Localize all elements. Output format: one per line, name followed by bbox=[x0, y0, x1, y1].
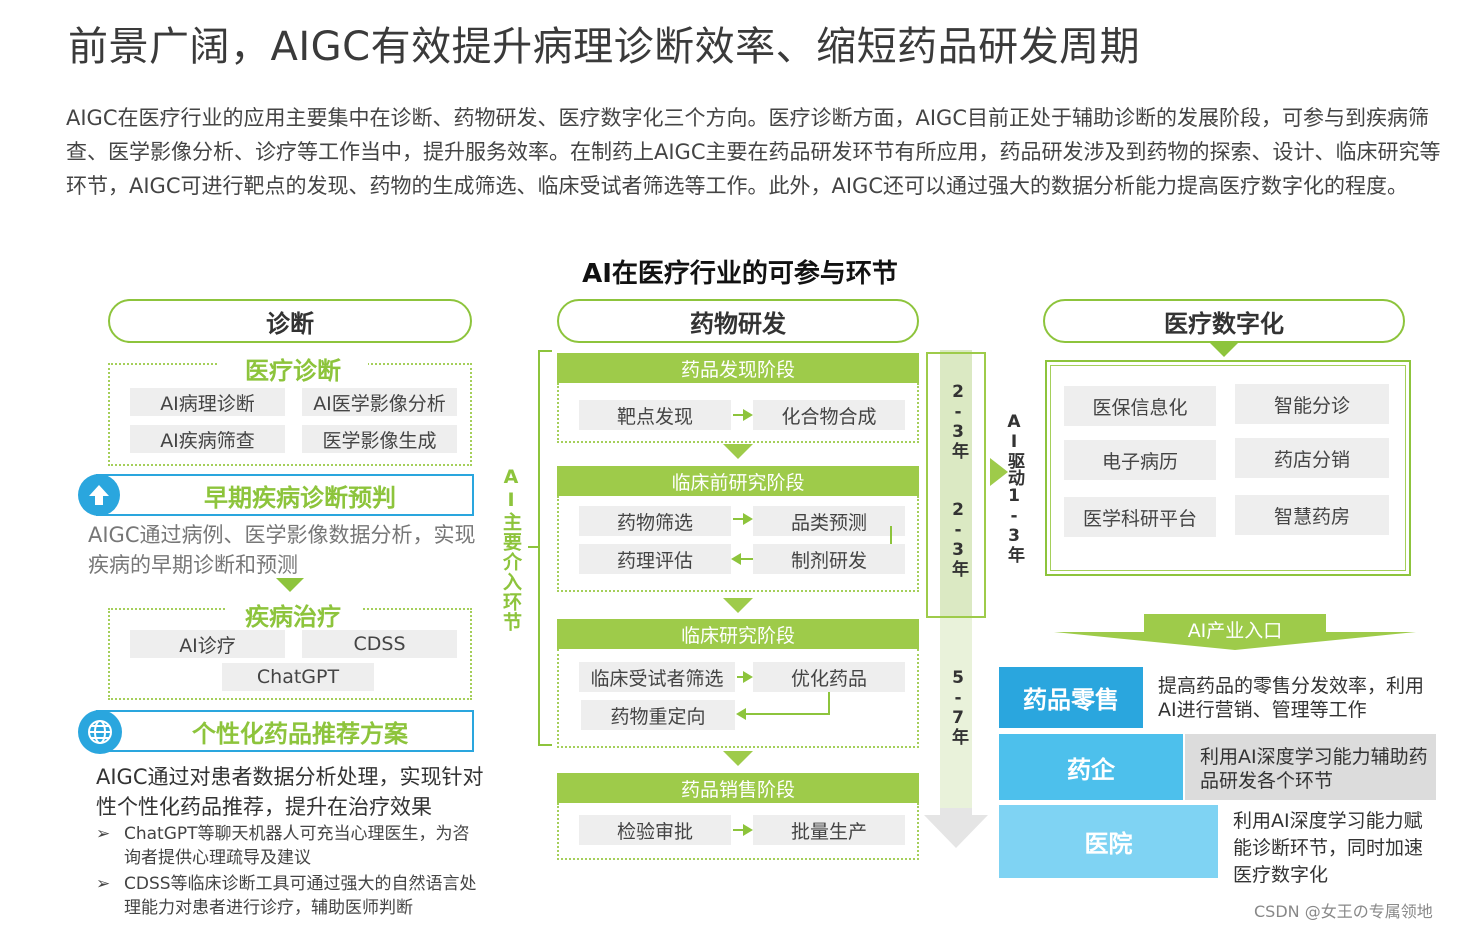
ai-drive-frame bbox=[926, 352, 986, 618]
tier-hospital: 医院 bbox=[999, 805, 1218, 878]
item-repurposing: 药物重定向 bbox=[581, 700, 735, 730]
item-optimize: 优化药品 bbox=[753, 662, 905, 692]
diagnosis-header: 诊断 bbox=[108, 299, 472, 343]
down-arrow-icon bbox=[276, 578, 304, 592]
digital-item-research: 医学科研平台 bbox=[1064, 497, 1216, 537]
timeline-discovery: 2-3年 bbox=[948, 382, 968, 459]
item-approval: 检验审批 bbox=[579, 815, 731, 845]
tier-retail: 药品零售 bbox=[999, 667, 1143, 728]
item-compound: 化合物合成 bbox=[753, 400, 905, 430]
arrow-left-icon bbox=[731, 553, 741, 565]
connector-line bbox=[828, 692, 830, 714]
ai-drive-label: AI驱动1-3年 bbox=[1004, 412, 1024, 563]
stage-discovery: 药品发现阶段 bbox=[557, 353, 919, 383]
stage-preclinical: 临床前研究阶段 bbox=[557, 466, 919, 496]
personal-recommend-desc: AIGC通过对患者数据分析处理，实现针对性个性化药品推荐，提升在治疗效果 bbox=[96, 765, 484, 819]
side-label: AI主要介入环节 bbox=[500, 466, 522, 632]
entry-label: AI产业入口 bbox=[1187, 620, 1283, 642]
entry-banner bbox=[1054, 614, 1416, 650]
tier-pharma-bg bbox=[1185, 734, 1436, 800]
arrow-right-icon bbox=[737, 671, 753, 683]
md-item-1: AI病理诊断 bbox=[130, 388, 285, 416]
treat-item-3: ChatGPT bbox=[222, 663, 374, 691]
digital-header: 医疗数字化 bbox=[1043, 299, 1405, 343]
item-drug-screening: 药物筛选 bbox=[579, 506, 731, 536]
medical-diagnosis-label: 医疗诊断 bbox=[218, 351, 368, 386]
bracket-tick bbox=[528, 546, 538, 548]
digital-item-triage: 智能分诊 bbox=[1235, 384, 1389, 424]
treat-item-1: AI诊疗 bbox=[130, 630, 285, 658]
tier-retail-desc: 提高药品的零售分发效率，利用AI进行营销、管理等工作 bbox=[1158, 675, 1425, 721]
digital-item-smart-pharmacy: 智慧药房 bbox=[1235, 495, 1389, 535]
item-category-predict: 品类预测 bbox=[753, 506, 905, 536]
timeline-clinical: 5-7年 bbox=[948, 668, 968, 745]
arrow-left-icon bbox=[736, 708, 746, 720]
treatment-label: 疾病治疗 bbox=[225, 597, 361, 632]
personal-recommend-box: 个性化药品推荐方案 bbox=[96, 710, 474, 752]
stage-clinical-box bbox=[557, 649, 919, 748]
bullet-item: ➢CDSS等临床诊断工具可通过强大的自然语言处理能力对患者进行诊疗，辅助医师判断 bbox=[96, 874, 477, 918]
timeline-arrow bbox=[924, 350, 988, 848]
drug-header: 药物研发 bbox=[557, 299, 919, 343]
side-bracket bbox=[538, 350, 552, 746]
md-item-4: 医学影像生成 bbox=[302, 425, 457, 453]
bullet-list: ➢ChatGPT等聊天机器人可充当心理医生，为咨询者提供心理疏导及建议 ➢CDS… bbox=[96, 822, 484, 920]
page-title: 前景广阔，AIGC有效提升病理诊断效率、缩短药品研发周期 bbox=[68, 24, 1141, 70]
item-subject-screening: 临床受试者筛选 bbox=[579, 662, 735, 692]
item-formulation: 制剂研发 bbox=[753, 544, 905, 574]
stage-sales-box bbox=[557, 803, 919, 860]
md-item-3: AI疾病筛查 bbox=[130, 425, 285, 453]
arrow-right-icon bbox=[733, 513, 753, 525]
treat-item-2: CDSS bbox=[302, 630, 457, 658]
item-pharmacology: 药理评估 bbox=[579, 544, 731, 574]
digital-item-insurance: 医保信息化 bbox=[1064, 386, 1216, 426]
arrow-down-line bbox=[890, 526, 892, 546]
timeline-preclinical: 2-3年 bbox=[948, 500, 968, 577]
arrow-left-line bbox=[737, 558, 753, 560]
stage-discovery-box bbox=[557, 383, 919, 443]
tier-pharma-desc: 利用AI深度学习能力辅助药品研发各个环节 bbox=[1200, 746, 1428, 792]
digital-frame-inner bbox=[1050, 365, 1406, 571]
md-item-2: AI医学影像分析 bbox=[302, 388, 457, 416]
stage-clinical: 临床研究阶段 bbox=[557, 619, 919, 649]
item-mass-production: 批量生产 bbox=[753, 815, 905, 845]
tier-pharma: 药企 bbox=[999, 734, 1183, 800]
down-arrow-icon bbox=[723, 751, 753, 766]
figure-title: AI在医疗行业的可参与环节 bbox=[582, 259, 898, 289]
intro-paragraph: AIGC在医疗行业的应用主要集中在诊断、药物研发、医疗数字化三个方向。医疗诊断方… bbox=[66, 106, 1441, 198]
stage-sales: 药品销售阶段 bbox=[557, 773, 919, 803]
watermark: CSDN @女王の专属领地 bbox=[1254, 902, 1433, 921]
down-arrow-icon bbox=[1210, 343, 1238, 357]
arrow-right-icon bbox=[733, 824, 753, 836]
stage-preclinical-box bbox=[557, 496, 919, 592]
connector-line bbox=[746, 713, 830, 715]
bullet-item: ➢ChatGPT等聊天机器人可充当心理医生，为咨询者提供心理疏导及建议 bbox=[96, 824, 470, 868]
item-target-discovery: 靶点发现 bbox=[579, 400, 731, 430]
digital-item-emr: 电子病历 bbox=[1064, 440, 1216, 480]
early-diagnosis-box: 早期疾病诊断预判 bbox=[96, 474, 474, 516]
arrow-up-icon bbox=[78, 474, 120, 516]
right-arrow-icon bbox=[990, 458, 1008, 486]
down-arrow-icon bbox=[723, 598, 753, 613]
digital-item-pharmacy-dist: 药店分销 bbox=[1235, 438, 1389, 478]
globe-icon bbox=[78, 710, 122, 754]
down-arrow-icon bbox=[723, 444, 753, 459]
arrow-right-icon bbox=[733, 409, 753, 421]
tier-hospital-desc: 利用AI深度学习能力赋能诊断环节，同时加速医疗数字化 bbox=[1233, 810, 1424, 886]
early-diagnosis-desc: AIGC通过病例、医学影像数据分析，实现疾病的早期诊断和预测 bbox=[88, 523, 476, 577]
